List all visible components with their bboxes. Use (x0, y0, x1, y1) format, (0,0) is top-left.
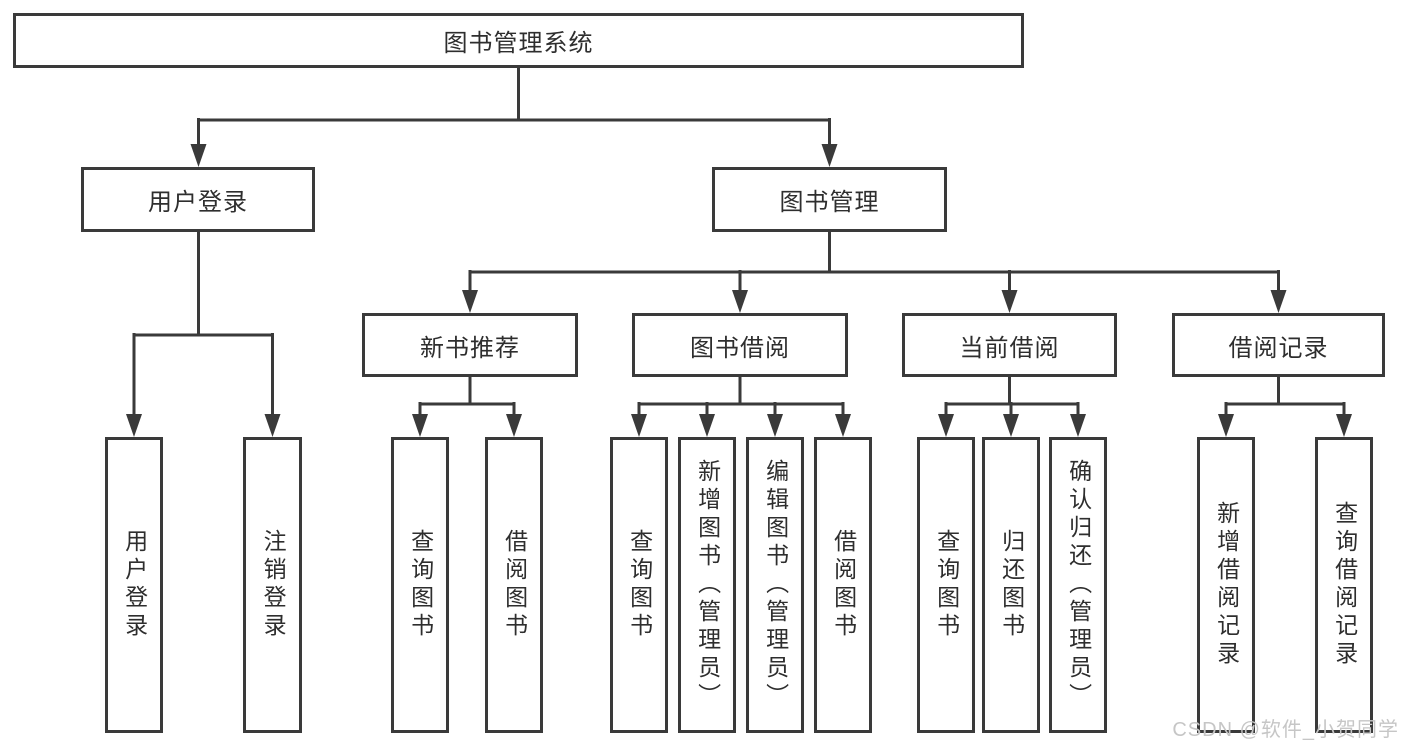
connector-current-borrowing-children (938, 376, 1086, 437)
node-book-management: 图书管理 (712, 167, 947, 232)
connector-book-borrowing-children (631, 376, 851, 437)
node-new-book-recommend: 新书推荐 (362, 313, 578, 377)
connector-user-login-children (126, 231, 281, 437)
leaf-borrow-books-recommend: 借阅图书 (485, 437, 543, 733)
leaf-query-books-borrowing: 查询图书 (610, 437, 668, 733)
leaf-logout: 注销登录 (243, 437, 302, 733)
leaf-edit-book-admin: 编辑图书（管理员） (746, 437, 804, 733)
leaf-add-borrow-record: 新增借阅记录 (1197, 437, 1255, 733)
connector-root-to-level2 (190, 67, 838, 167)
leaf-confirm-return-admin: 确认归还（管理员） (1049, 437, 1107, 733)
connector-new-book-children (412, 376, 522, 437)
node-root: 图书管理系统 (13, 13, 1024, 68)
leaf-query-books-recommend: 查询图书 (391, 437, 449, 733)
node-book-borrowing: 图书借阅 (632, 313, 848, 377)
node-user-login: 用户登录 (81, 167, 315, 232)
connector-borrowing-records-children (1218, 376, 1352, 437)
leaf-return-book: 归还图书 (982, 437, 1040, 733)
leaf-borrow-books: 借阅图书 (814, 437, 872, 733)
leaf-add-book-admin: 新增图书（管理员） (678, 437, 736, 733)
node-current-borrowing: 当前借阅 (902, 313, 1117, 377)
node-borrowing-records: 借阅记录 (1172, 313, 1385, 377)
csdn-watermark: CSDN @软件_小贺同学 (1172, 719, 1399, 741)
leaf-query-borrow-record: 查询借阅记录 (1315, 437, 1373, 733)
leaf-user-login: 用户登录 (105, 437, 163, 733)
leaf-query-books-current: 查询图书 (917, 437, 975, 733)
connector-book-management-sections (462, 231, 1287, 313)
